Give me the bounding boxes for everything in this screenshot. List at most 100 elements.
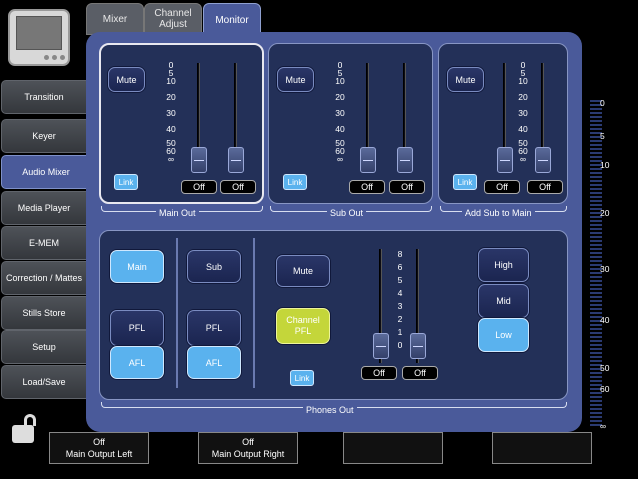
channel-pfl-button[interactable]: Channel PFL bbox=[276, 308, 330, 344]
meter-segment bbox=[590, 280, 602, 282]
meter-segment bbox=[590, 196, 602, 198]
meter-segment bbox=[590, 140, 602, 142]
meter-tick-20: 20 bbox=[600, 208, 610, 218]
meter-segment bbox=[590, 424, 602, 426]
meter-segment bbox=[590, 172, 602, 174]
phones-left-off: Off bbox=[361, 366, 397, 380]
meter-segment bbox=[590, 388, 602, 390]
main-out-right-fader-track[interactable] bbox=[234, 63, 237, 173]
sub-out-right-fader-knob[interactable] bbox=[397, 147, 413, 173]
meter-segment bbox=[590, 236, 602, 238]
meter-segment bbox=[590, 384, 602, 386]
phones-left-pfl-button[interactable]: PFL bbox=[110, 310, 164, 346]
add-sub-link-button[interactable]: Link bbox=[453, 174, 477, 190]
phones-right-afl-button[interactable]: AFL bbox=[187, 346, 241, 379]
sub-out-left-off: Off bbox=[349, 180, 385, 194]
meter-segment bbox=[590, 120, 602, 122]
sidebar-item-setup[interactable]: Setup bbox=[1, 330, 87, 364]
sidebar-item-keyer[interactable]: Keyer bbox=[1, 119, 87, 153]
meter-segment bbox=[590, 400, 602, 402]
main-out-title: Main Out bbox=[156, 208, 199, 218]
unlock-icon[interactable] bbox=[12, 414, 36, 444]
phones-right-pfl-button[interactable]: PFL bbox=[187, 310, 241, 346]
phones-sub-button[interactable]: Sub bbox=[187, 250, 241, 283]
sidebar-item-transition[interactable]: Transition bbox=[1, 80, 87, 114]
sub-out-mute-button[interactable]: Mute bbox=[277, 67, 314, 92]
main-out-right-fader-knob[interactable] bbox=[228, 147, 244, 173]
phones-left-fader-knob[interactable] bbox=[373, 333, 389, 359]
sidebar-item-load-save[interactable]: Load/Save bbox=[1, 365, 87, 399]
sub-out-link-button[interactable]: Link bbox=[283, 174, 307, 190]
phones-main-button[interactable]: Main bbox=[110, 250, 164, 283]
phones-low-button[interactable]: Low bbox=[478, 318, 529, 352]
meter-segment bbox=[590, 248, 602, 250]
meter-segment bbox=[590, 208, 602, 210]
meter-segment bbox=[590, 212, 602, 214]
phones-divider-2 bbox=[253, 238, 255, 388]
meter-segment bbox=[590, 420, 602, 422]
meter-segment bbox=[590, 312, 602, 314]
sidebar-item-audio-mixer[interactable]: Audio Mixer bbox=[1, 155, 91, 189]
meter-segment bbox=[590, 244, 602, 246]
meter-segment bbox=[590, 412, 602, 414]
meter-segment bbox=[590, 100, 602, 102]
meter-segment bbox=[590, 376, 602, 378]
main-out-left-fader-knob[interactable] bbox=[191, 147, 207, 173]
add-sub-right-fader-track[interactable] bbox=[541, 63, 544, 173]
meter-segment bbox=[590, 192, 602, 194]
add-sub-left-fader-track[interactable] bbox=[503, 63, 506, 173]
tab-mixer[interactable]: Mixer bbox=[86, 3, 144, 35]
sidebar-item-correction-mattes[interactable]: Correction / Mattes bbox=[1, 261, 87, 295]
sub-out-right-off: Off bbox=[389, 180, 425, 194]
phones-high-button[interactable]: High bbox=[478, 248, 529, 282]
main-out-link-button[interactable]: Link bbox=[114, 174, 138, 190]
sub-out-right-fader-track[interactable] bbox=[403, 63, 406, 173]
phones-right-fader-track[interactable] bbox=[416, 249, 419, 363]
meter-segment bbox=[590, 348, 602, 350]
meter-segment bbox=[590, 136, 602, 138]
add-sub-left-fader-knob[interactable] bbox=[497, 147, 513, 173]
meter-segment bbox=[590, 368, 602, 370]
phones-mute-button[interactable]: Mute bbox=[276, 255, 330, 287]
meter-segment bbox=[590, 104, 602, 106]
sidebar-item-stills-store[interactable]: Stills Store bbox=[1, 296, 87, 330]
add-sub-title: Add Sub to Main bbox=[462, 208, 535, 218]
meter-segment bbox=[590, 336, 602, 338]
meter-segment bbox=[590, 260, 602, 262]
main-out-mute-button[interactable]: Mute bbox=[108, 67, 145, 92]
meter-segment bbox=[590, 284, 602, 286]
tab-monitor[interactable]: Monitor bbox=[203, 3, 261, 37]
add-sub-right-fader-knob[interactable] bbox=[535, 147, 551, 173]
meter-segment bbox=[590, 240, 602, 242]
meter-segment bbox=[590, 304, 602, 306]
meter-segment bbox=[590, 316, 602, 318]
meter-segment bbox=[590, 416, 602, 418]
meter-segment bbox=[590, 320, 602, 322]
meter-tick-40: 40 bbox=[600, 315, 610, 325]
phones-link-button[interactable]: Link bbox=[290, 370, 314, 386]
phones-mid-button[interactable]: Mid bbox=[478, 284, 529, 318]
meter-segment bbox=[590, 112, 602, 114]
meter-segment bbox=[590, 300, 602, 302]
sub-out-left-fader-track[interactable] bbox=[366, 63, 369, 173]
meter-segment bbox=[590, 184, 602, 186]
meter-segment bbox=[590, 180, 602, 182]
sidebar-item-e-mem[interactable]: E-MEM bbox=[1, 226, 87, 260]
meter-segment bbox=[590, 328, 602, 330]
meter-segment bbox=[590, 148, 602, 150]
add-sub-mute-button[interactable]: Mute bbox=[447, 67, 484, 92]
phones-right-fader-knob[interactable] bbox=[410, 333, 426, 359]
meter-segment bbox=[590, 200, 602, 202]
add-sub-left-off: Off bbox=[484, 180, 520, 194]
meter-tick-60: 60 bbox=[600, 384, 610, 394]
phones-out-title: Phones Out bbox=[303, 405, 357, 415]
main-out-left-fader-track[interactable] bbox=[197, 63, 200, 173]
sub-out-left-fader-knob[interactable] bbox=[360, 147, 376, 173]
phones-left-afl-button[interactable]: AFL bbox=[110, 346, 164, 379]
tab-channel-adjust[interactable]: Channel Adjust bbox=[144, 3, 202, 35]
phones-left-fader-track[interactable] bbox=[379, 249, 382, 363]
sub-out-title: Sub Out bbox=[327, 208, 367, 218]
sidebar-item-media-player[interactable]: Media Player bbox=[1, 191, 87, 225]
